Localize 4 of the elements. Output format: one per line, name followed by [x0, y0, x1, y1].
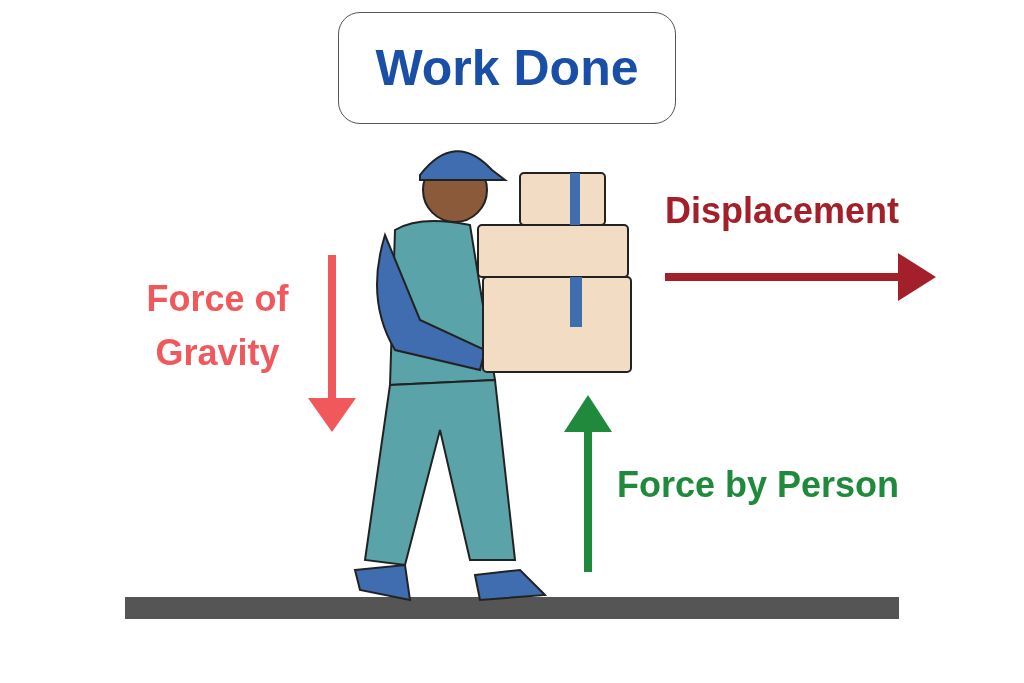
displacement-label: Displacement [665, 190, 900, 232]
applied-force-label: Force by Person [617, 464, 900, 506]
gravity-force-label: Force of Gravity [145, 277, 290, 375]
title-box: Work Done [338, 12, 676, 124]
